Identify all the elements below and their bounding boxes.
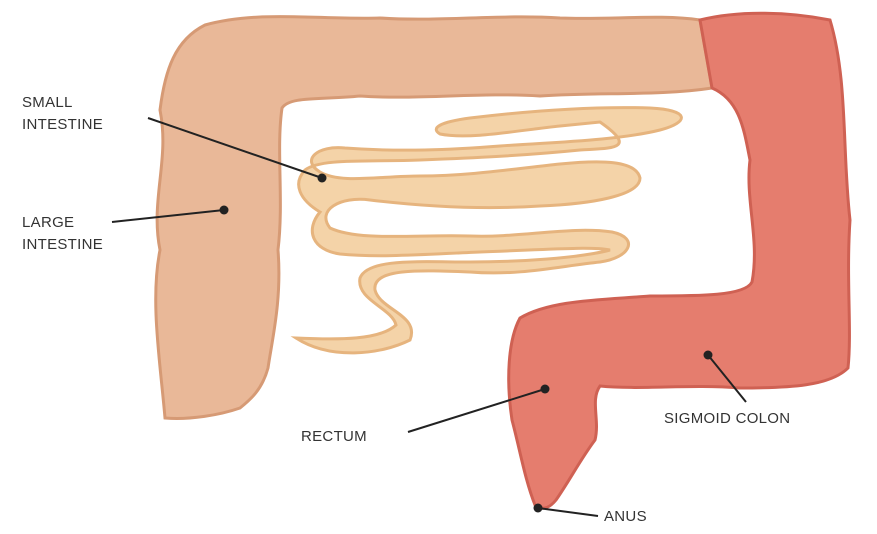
large-intestine-label-line2: INTESTINE — [22, 234, 103, 256]
sigmoid-colon-label: SIGMOID COLON — [664, 408, 790, 430]
large-intestine-label-line1: LARGE — [22, 212, 103, 234]
anus-pointer-dot — [534, 504, 543, 513]
small-intestine-label: SMALL INTESTINE — [22, 92, 103, 136]
rectum-label: RECTUM — [301, 426, 367, 448]
anus-pointer — [538, 508, 598, 516]
anus-label: ANUS — [604, 506, 647, 528]
rectum-pointer-dot — [541, 385, 550, 394]
large-intestine-pointer-dot — [220, 206, 229, 215]
small-intestine-label-line1: SMALL — [22, 92, 103, 114]
small-intestine-label-line2: INTESTINE — [22, 114, 103, 136]
small-intestine-pointer-dot — [318, 174, 327, 183]
sigmoid-colon-pointer-dot — [704, 351, 713, 360]
large-intestine-label: LARGE INTESTINE — [22, 212, 103, 256]
